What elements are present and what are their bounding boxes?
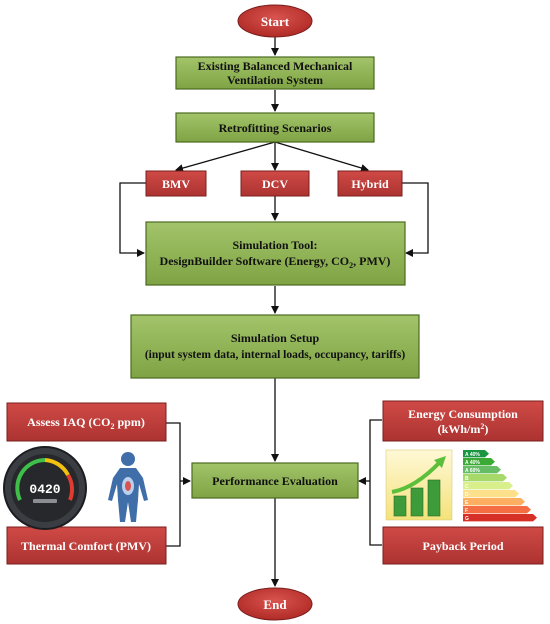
human-body-icon <box>108 452 148 522</box>
energy-label-bar <box>463 490 519 498</box>
bmv-label: BMV <box>162 177 190 191</box>
hybrid-label: Hybrid <box>351 177 389 191</box>
hybrid-node: Hybrid <box>337 170 403 197</box>
end-label: End <box>263 597 287 612</box>
assess-iaq-label: Assess IAQ (CO2 ppm) <box>27 415 145 431</box>
energy-label-class: A 60% <box>465 468 480 474</box>
energy-label-class: A 40% <box>465 460 480 466</box>
retrofitting-label: Retrofitting Scenarios <box>219 121 332 135</box>
energy-label-class: C <box>465 484 469 490</box>
energy-consumption-line2: (kWh/m2) <box>438 422 489 436</box>
existing-system-node: Existing Balanced Mechanical Ventilation… <box>175 56 375 90</box>
start-node: Start <box>237 4 313 38</box>
existing-system-line1: Existing Balanced Mechanical <box>198 59 353 73</box>
retrofitting-node: Retrofitting Scenarios <box>175 112 375 143</box>
simulation-setup-node: Simulation Setup (input system data, int… <box>130 314 420 379</box>
performance-evaluation-label: Performance Evaluation <box>212 474 338 488</box>
energy-label-class: D <box>465 492 469 498</box>
thermal-comfort-node: Thermal Comfort (PMV) <box>6 526 167 565</box>
energy-label-class: B <box>465 476 469 482</box>
energy-growth-chart-icon <box>385 449 453 521</box>
energy-label-bar <box>463 482 513 490</box>
energy-label-class: E <box>465 500 469 506</box>
simulation-tool-line1: Simulation Tool: <box>232 238 317 252</box>
simulation-tool-line2: DesignBuilder Software (Energy, CO2, PMV… <box>160 254 391 270</box>
payback-period-label: Payback Period <box>423 539 504 553</box>
thermal-comfort-label: Thermal Comfort (PMV) <box>21 539 151 553</box>
energy-label-bar <box>463 498 525 506</box>
connectors <box>119 37 429 587</box>
simulation-setup-line2: (input system data, internal loads, occu… <box>145 349 406 361</box>
energy-consumption-line1: Energy Consumption <box>408 407 518 421</box>
energy-consumption-node: Energy Consumption (kWh/m2) <box>382 400 544 442</box>
simulation-setup-line1: Simulation Setup <box>231 331 320 345</box>
co2-monitor-reading: 0420 <box>29 482 60 497</box>
payback-period-node: Payback Period <box>382 526 544 565</box>
energy-label-bar <box>463 514 537 522</box>
energy-label-bar <box>463 506 531 514</box>
dcv-label: DCV <box>262 177 288 191</box>
simulation-tool-node: Simulation Tool: DesignBuilder Software … <box>145 221 406 286</box>
end-node: End <box>237 587 313 621</box>
energy-label-class: F <box>465 508 468 514</box>
assess-iaq-node: Assess IAQ (CO2 ppm) <box>6 402 167 442</box>
bmv-node: BMV <box>145 170 207 197</box>
energy-label-class: G <box>465 516 469 522</box>
dcv-node: DCV <box>240 170 310 197</box>
start-label: Start <box>261 14 290 29</box>
existing-system-line2: Ventilation System <box>227 73 323 87</box>
energy-label-bar <box>463 474 507 482</box>
energy-label-bar <box>463 466 501 474</box>
energy-label-bar <box>463 458 495 466</box>
performance-evaluation-node: Performance Evaluation <box>191 462 359 499</box>
energy-label-class: A 40% <box>465 452 480 458</box>
energy-label-bar <box>463 450 489 458</box>
co2-monitor-icon: 0420 <box>3 446 87 530</box>
